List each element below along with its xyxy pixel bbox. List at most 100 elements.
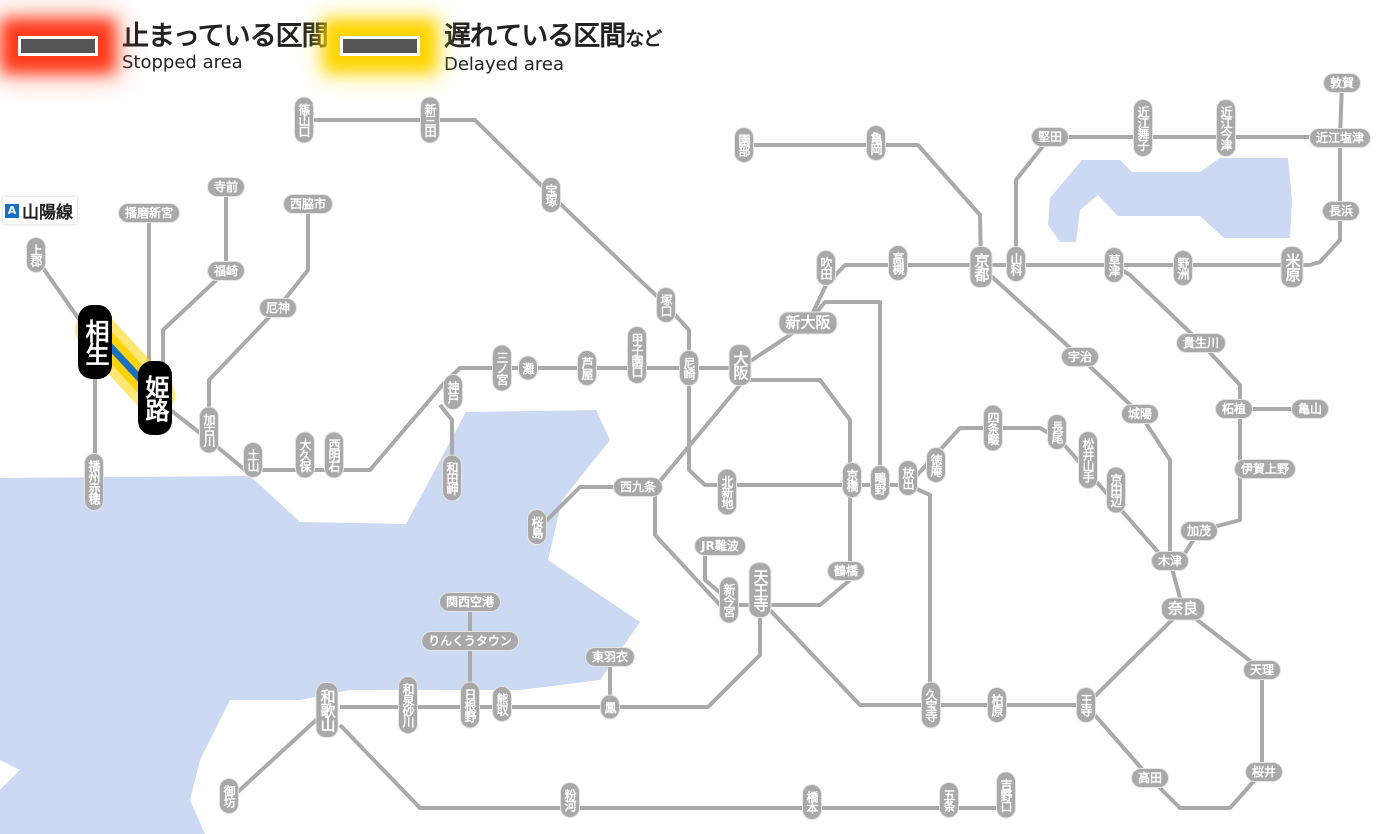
rail-line-16 bbox=[907, 483, 932, 705]
station-61[interactable]: 高田 bbox=[1131, 769, 1169, 787]
station-68[interactable]: JR難波 bbox=[695, 537, 745, 555]
station-71[interactable]: 関西空港 bbox=[439, 593, 501, 611]
station-20[interactable]: 上郡 bbox=[27, 238, 45, 272]
station-10[interactable]: 和田岬 bbox=[443, 455, 461, 501]
station-48[interactable]: 松井山手 bbox=[1079, 432, 1097, 488]
delayed-swatch bbox=[340, 36, 420, 56]
station-19[interactable]: 播磨新宮 bbox=[118, 204, 180, 222]
station-2[interactable]: 宝塚 bbox=[542, 178, 560, 212]
station-8[interactable]: 三ノ宮 bbox=[493, 345, 511, 391]
station-69[interactable]: 西九条 bbox=[613, 478, 663, 496]
station-77[interactable]: 和泉砂川 bbox=[399, 677, 417, 733]
station-32[interactable]: 堅田 bbox=[1031, 128, 1069, 146]
station-64[interactable]: 久宝寺 bbox=[922, 682, 940, 728]
station-34[interactable]: 近江今津 bbox=[1217, 100, 1235, 156]
station-72[interactable]: りんくうタウン bbox=[422, 632, 518, 650]
station-26[interactable]: 吹田 bbox=[817, 251, 835, 285]
station-15[interactable]: 厄神 bbox=[259, 299, 297, 317]
station-49[interactable]: 長尾 bbox=[1048, 415, 1066, 449]
station-43[interactable]: 柘植 bbox=[1215, 400, 1253, 418]
station-17[interactable]: 寺前 bbox=[207, 178, 245, 196]
station-25[interactable]: 新大阪 bbox=[779, 312, 837, 334]
station-12[interactable]: 大久保 bbox=[296, 432, 314, 478]
station-0[interactable]: 篠山口 bbox=[295, 97, 313, 143]
station-73[interactable]: 東羽衣 bbox=[585, 648, 635, 666]
station-7[interactable]: 灘 bbox=[519, 356, 537, 380]
rail-line-17 bbox=[906, 426, 1167, 562]
water bbox=[0, 158, 1292, 834]
lake-biwa bbox=[1048, 158, 1292, 242]
station-41[interactable]: 貴生川 bbox=[1176, 334, 1226, 352]
legend-delayed-jp: 遅れている区間 bbox=[444, 21, 626, 52]
station-24[interactable]: 大阪 bbox=[729, 345, 751, 385]
station-55[interactable]: 北新地 bbox=[718, 469, 736, 515]
station-3[interactable]: 塚口 bbox=[657, 288, 675, 322]
station-47[interactable]: 京田辺 bbox=[1107, 467, 1125, 513]
station-56[interactable]: 加茂 bbox=[1180, 522, 1218, 540]
station-42[interactable]: 宇治 bbox=[1061, 348, 1099, 366]
station-81[interactable]: 橋本 bbox=[803, 785, 821, 819]
station-22[interactable]: 姫路 bbox=[138, 361, 172, 435]
station-74[interactable]: 鳳 bbox=[601, 695, 619, 719]
station-65[interactable]: 鶴橋 bbox=[827, 562, 865, 580]
station-23[interactable]: 播州赤穂 bbox=[85, 454, 103, 510]
station-5[interactable]: 甲子園口 bbox=[628, 327, 646, 383]
rail-line-15 bbox=[768, 608, 1086, 707]
station-4[interactable]: 尼崎 bbox=[680, 351, 698, 385]
station-38[interactable]: 米原 bbox=[1281, 247, 1303, 287]
station-29[interactable]: 山科 bbox=[1007, 247, 1025, 281]
line-tag-sanyo[interactable]: A 山陽線 bbox=[3, 197, 77, 224]
station-75[interactable]: 熊取 bbox=[493, 687, 511, 721]
legend-stopped-en: Stopped area bbox=[122, 52, 243, 73]
station-54[interactable]: 京橋 bbox=[843, 463, 861, 497]
station-35[interactable]: 近江塩津 bbox=[1309, 129, 1371, 147]
station-1[interactable]: 新三田 bbox=[421, 97, 439, 143]
station-78[interactable]: 和歌山 bbox=[316, 683, 338, 737]
station-40[interactable]: 草津 bbox=[1105, 248, 1123, 282]
station-62[interactable]: 王寺 bbox=[1077, 688, 1095, 722]
station-13[interactable]: 土山 bbox=[244, 443, 262, 477]
station-39[interactable]: 野洲 bbox=[1174, 251, 1192, 285]
station-52[interactable]: 放出 bbox=[899, 461, 917, 495]
station-53[interactable]: 鴫野 bbox=[871, 466, 889, 500]
osaka-bay bbox=[0, 410, 640, 834]
station-27[interactable]: 高槻 bbox=[889, 246, 907, 280]
station-80[interactable]: 粉河 bbox=[561, 783, 579, 817]
station-14[interactable]: 加古川 bbox=[200, 407, 218, 453]
station-57[interactable]: 木津 bbox=[1151, 552, 1189, 570]
rail-line-14 bbox=[653, 378, 852, 607]
station-60[interactable]: 桜井 bbox=[1245, 763, 1283, 781]
station-16[interactable]: 西脇市 bbox=[283, 195, 333, 213]
station-76[interactable]: 日根野 bbox=[461, 682, 479, 728]
station-59[interactable]: 天理 bbox=[1243, 661, 1281, 679]
station-83[interactable]: 吉野口 bbox=[997, 772, 1015, 818]
station-63[interactable]: 柏原 bbox=[988, 688, 1006, 722]
station-31[interactable]: 亀岡 bbox=[867, 126, 885, 160]
station-67[interactable]: 新今宮 bbox=[720, 577, 738, 623]
station-70[interactable]: 桜島 bbox=[528, 510, 546, 544]
station-58[interactable]: 奈良 bbox=[1161, 598, 1205, 620]
station-30[interactable]: 園部 bbox=[735, 128, 753, 162]
station-36[interactable]: 敦賀 bbox=[1323, 74, 1361, 92]
line-name: 山陽線 bbox=[22, 203, 73, 223]
station-51[interactable]: 徳庵 bbox=[927, 448, 945, 482]
line-badge: A bbox=[5, 203, 19, 218]
legend-stopped: 止まっている区間 Stopped area bbox=[18, 22, 329, 74]
station-6[interactable]: 芦屋 bbox=[578, 351, 596, 385]
station-82[interactable]: 五条 bbox=[940, 783, 958, 817]
station-50[interactable]: 四条畷 bbox=[984, 405, 1002, 451]
station-45[interactable]: 城陽 bbox=[1121, 405, 1159, 423]
station-9[interactable]: 神戸 bbox=[444, 375, 462, 409]
station-11[interactable]: 西明石 bbox=[325, 432, 343, 478]
station-28[interactable]: 京都 bbox=[970, 247, 992, 287]
station-37[interactable]: 長浜 bbox=[1322, 202, 1360, 220]
station-46[interactable]: 伊賀上野 bbox=[1234, 460, 1296, 478]
station-18[interactable]: 福崎 bbox=[207, 262, 245, 280]
station-66[interactable]: 天王寺 bbox=[749, 563, 771, 617]
station-33[interactable]: 近江舞子 bbox=[1134, 100, 1152, 156]
rail-line-22 bbox=[227, 708, 329, 802]
station-21[interactable]: 相生 bbox=[78, 305, 112, 379]
station-44[interactable]: 亀山 bbox=[1291, 400, 1329, 418]
station-79[interactable]: 御坊 bbox=[220, 779, 238, 813]
legend-delayed-en: Delayed area bbox=[444, 54, 564, 75]
